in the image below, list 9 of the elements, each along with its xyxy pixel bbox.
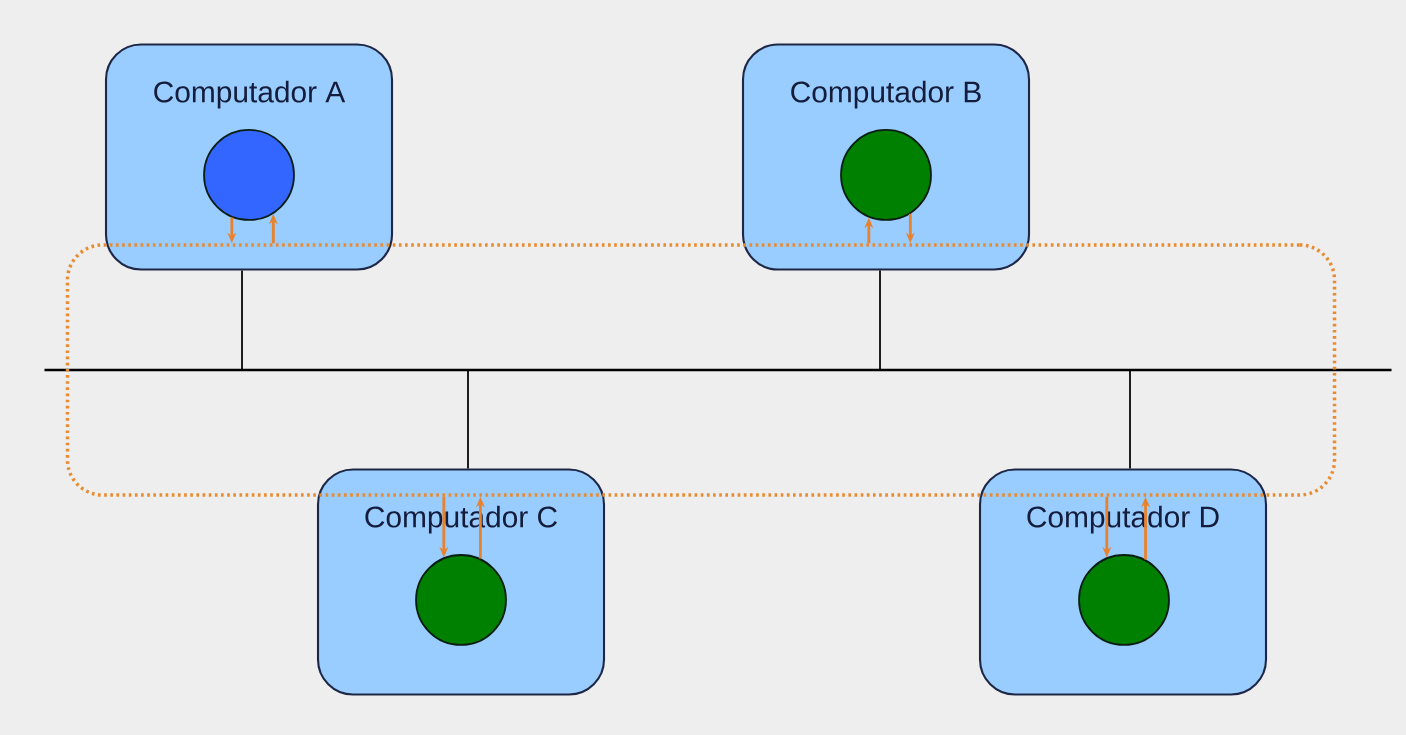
connector-line <box>467 369 469 470</box>
circle <box>203 129 295 221</box>
circle <box>1078 554 1170 646</box>
connector-line <box>241 269 243 371</box>
circle <box>840 129 932 221</box>
connector-line <box>1129 369 1131 470</box>
circle <box>415 554 507 646</box>
bus-line <box>44 368 1392 372</box>
connector-line <box>879 269 881 371</box>
